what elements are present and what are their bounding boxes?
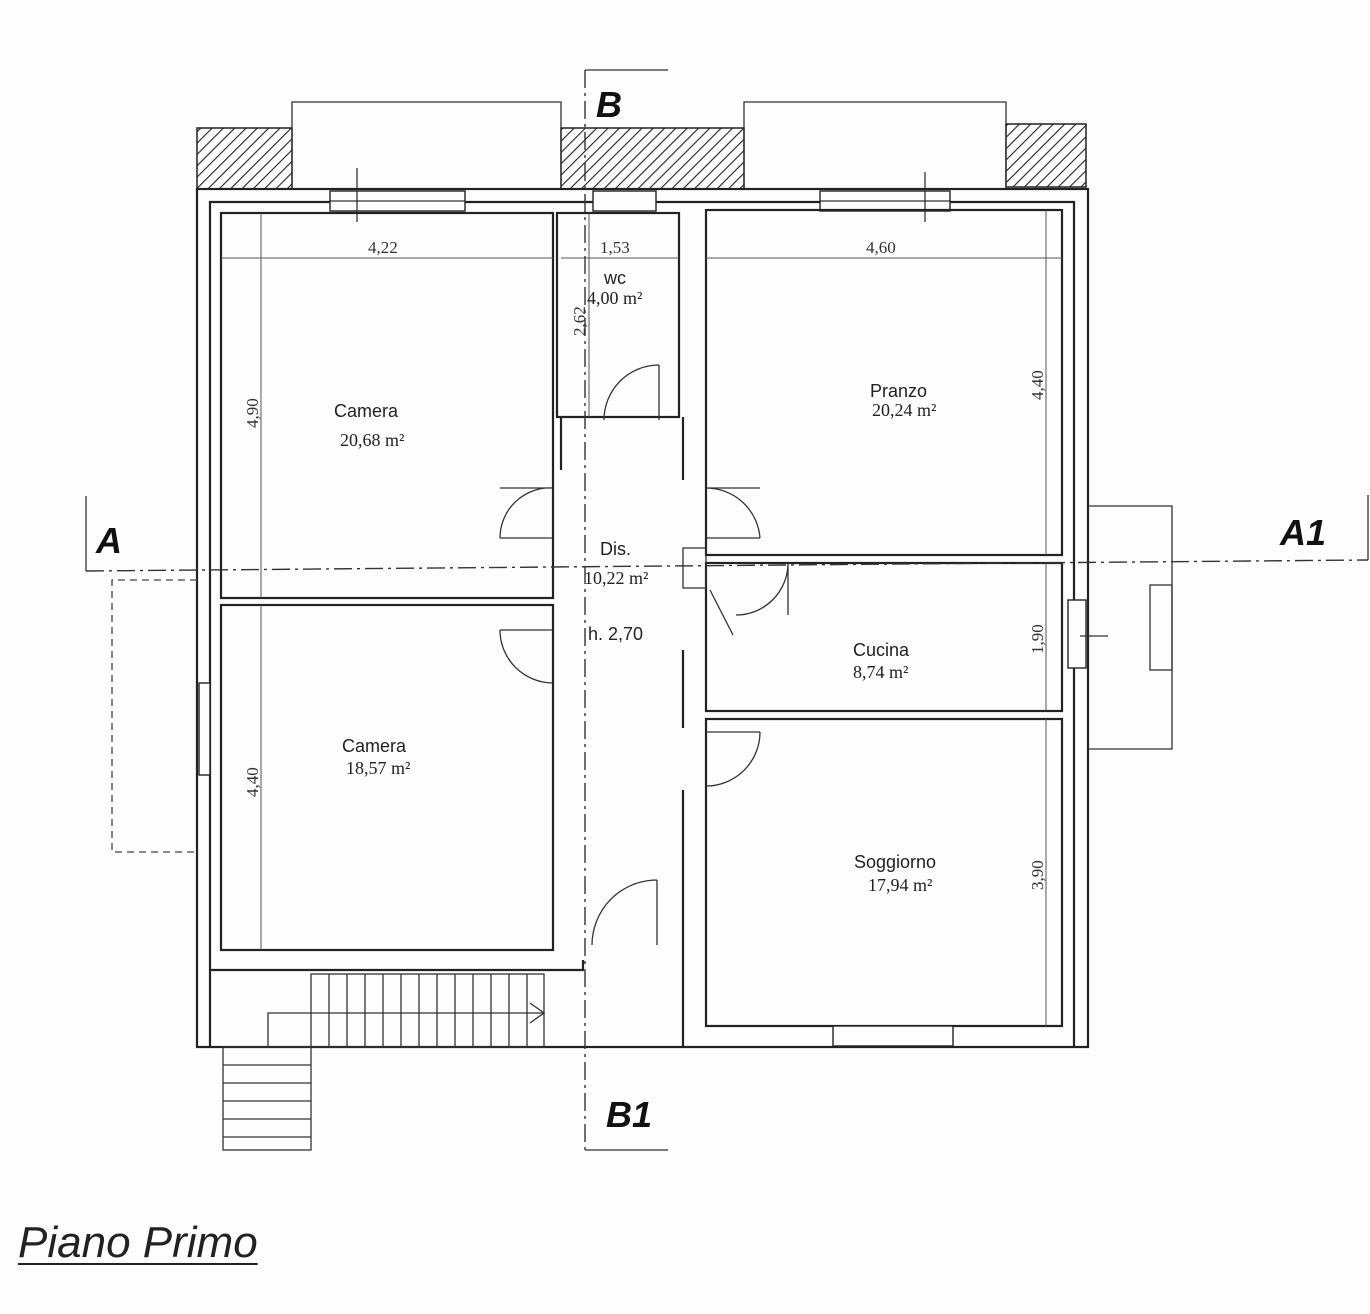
roof-hatch: [196, 123, 1087, 190]
top-balconies: [291, 101, 1007, 189]
south-window: [832, 1025, 954, 1047]
dim-camera-2-depth: 4,40: [243, 767, 262, 797]
section-lines: [85, 69, 1369, 1151]
room-area-camera-1: 20,68 m²: [340, 430, 404, 450]
floor-plan: A A1 B B1 Camera 20,68 m² 4,22 4,90 wc 4…: [85, 69, 1369, 1151]
doors: [499, 364, 789, 946]
top-windows: [329, 168, 951, 222]
room-area-dis: 10,22 m²: [584, 568, 648, 588]
section-label-a: A: [95, 520, 122, 561]
plan-title: Piano Primo: [18, 1218, 258, 1267]
dim-soggiorno-depth: 3,90: [1028, 860, 1047, 890]
dim-wc-width: 1,53: [600, 238, 630, 257]
dimension-lines: [221, 210, 1062, 1026]
dim-wc-depth: 2,62: [570, 306, 589, 336]
room-name-dis: Dis.: [600, 539, 631, 559]
room-area-pranzo: 20,24 m²: [872, 400, 936, 420]
dim-camera-1-width: 4,22: [368, 238, 398, 257]
section-label-b1: B1: [606, 1094, 652, 1135]
room-area-cucina: 8,74 m²: [853, 662, 908, 682]
room-name-cucina: Cucina: [853, 640, 910, 660]
room-height-dis: h. 2,70: [588, 624, 643, 644]
stairs: [222, 973, 546, 1151]
section-label-a1: A1: [1279, 512, 1326, 553]
outer-walls: [195, 187, 1090, 1049]
room-name-camera-2: Camera: [342, 736, 407, 756]
west-terrace: [111, 579, 211, 853]
dim-cucina-depth: 1,90: [1028, 624, 1047, 654]
room-area-wc: 4,00 m²: [587, 288, 642, 308]
room-name-soggiorno: Soggiorno: [854, 852, 936, 872]
dim-pranzo-depth: 4,40: [1028, 370, 1047, 400]
room-area-soggiorno: 17,94 m²: [868, 875, 932, 895]
dim-pranzo-width: 4,60: [866, 238, 896, 257]
room-name-wc: wc: [603, 268, 626, 288]
room-name-pranzo: Pranzo: [870, 381, 927, 401]
room-name-camera-1: Camera: [334, 401, 399, 421]
dim-camera-1-depth: 4,90: [243, 398, 262, 428]
east-balcony: [1067, 505, 1173, 750]
room-area-camera-2: 18,57 m²: [346, 758, 410, 778]
section-label-b: B: [596, 84, 622, 125]
